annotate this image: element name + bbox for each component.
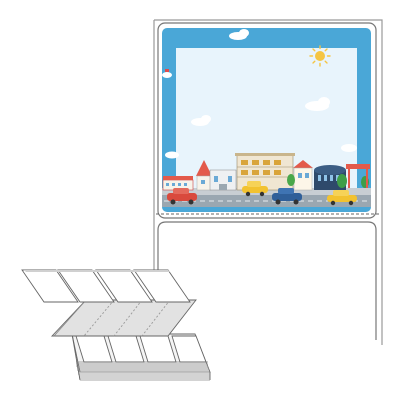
fanfold-label-stack-icon <box>21 269 211 381</box>
apartment-building-icon <box>235 153 295 191</box>
blue-car-icon <box>272 188 302 205</box>
sun-icon <box>309 45 331 67</box>
red-car-icon <box>167 188 197 205</box>
house-icon <box>196 160 212 191</box>
house-icon <box>162 176 194 191</box>
cloud-icon <box>162 72 172 78</box>
folded-strip <box>50 299 197 337</box>
cloud-icon <box>341 144 357 152</box>
cloud-icon <box>165 151 179 159</box>
tree-icon <box>287 174 295 186</box>
liner-edge <box>154 19 383 345</box>
building-icon <box>209 169 237 191</box>
label-pile <box>71 333 211 381</box>
shop-icon <box>293 160 313 191</box>
yellow-car-icon <box>327 190 357 206</box>
clouds <box>162 29 357 159</box>
yellow-car-icon <box>242 181 268 197</box>
flag-icon <box>165 69 169 72</box>
top-strip <box>21 269 191 303</box>
printed-scene <box>162 28 371 212</box>
blank-label <box>157 221 377 340</box>
sign-icon <box>346 164 370 188</box>
